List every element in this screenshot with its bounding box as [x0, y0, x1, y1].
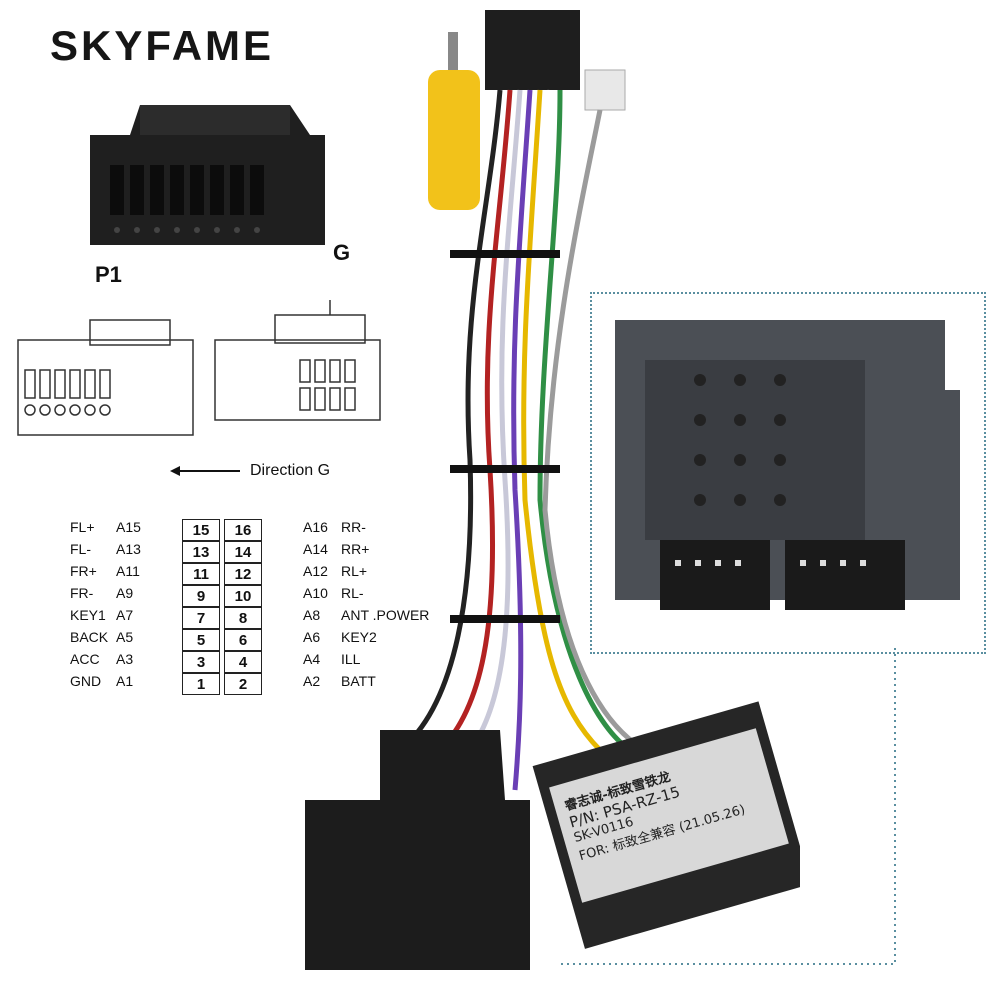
g-label: G	[333, 240, 351, 265]
pin: 10	[224, 585, 262, 607]
pin: 4	[224, 651, 262, 673]
pin: 8	[224, 607, 262, 629]
pin: 5	[182, 629, 220, 651]
callout-line	[560, 648, 896, 965]
pin: 12	[224, 563, 262, 585]
direction-arrow-icon	[170, 466, 240, 476]
wiring-harness-photo	[305, 10, 800, 970]
pin: 7	[182, 607, 220, 629]
pin: 2	[224, 673, 262, 695]
connector-photo-16pin	[90, 105, 325, 245]
pin: 1	[182, 673, 220, 695]
direction-label: Direction G	[250, 462, 331, 479]
pin: 14	[224, 541, 262, 563]
pin: 13	[182, 541, 220, 563]
connector-face-closeup	[615, 320, 960, 610]
pin: 11	[182, 563, 220, 585]
pin: 9	[182, 585, 220, 607]
connector-drawings	[17, 300, 381, 436]
p1-label: P1	[95, 262, 122, 287]
pin: 3	[182, 651, 220, 673]
brand-logo-text: SKYFAME	[50, 22, 275, 69]
pin: 16	[224, 519, 262, 541]
pin: 6	[224, 629, 262, 651]
closeup-frame	[590, 292, 986, 654]
pin: 15	[182, 519, 220, 541]
